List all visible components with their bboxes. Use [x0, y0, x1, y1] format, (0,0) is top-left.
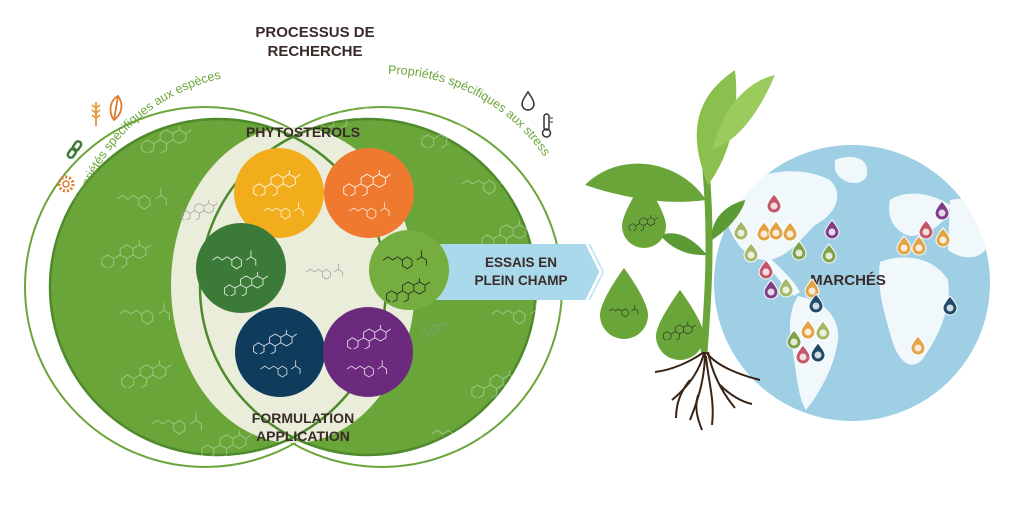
plant [585, 70, 775, 431]
market-pin [808, 293, 824, 314]
wheat-icon [91, 102, 101, 126]
droplets [600, 180, 704, 360]
leaf-icon [109, 94, 123, 122]
droplet-2 [600, 268, 648, 339]
small-left-leaf [660, 233, 707, 256]
market-pin [821, 243, 837, 264]
gear-icon [57, 175, 75, 193]
application-label: APPLICATION [256, 428, 350, 444]
phytosterol-circles [196, 148, 414, 397]
arrow-chevron [585, 243, 603, 301]
market-pin [782, 221, 798, 242]
market-pin [935, 227, 951, 248]
market-pin [918, 219, 934, 240]
droplet-1 [622, 180, 666, 248]
market-pin [911, 235, 927, 256]
market-pin [766, 193, 782, 214]
right-top-leaf [712, 75, 775, 150]
roots [654, 349, 761, 431]
phytosterols-label: PHYTOSTEROLS [246, 124, 360, 140]
market-pin [795, 344, 811, 365]
research-venn: PROCESSUS DE RECHERCHE PHYTOSTEROLS FORM… [24, 24, 604, 468]
thermometer-icon [541, 113, 553, 138]
market-pin [824, 219, 840, 240]
markets-label: MARCHÉS [810, 272, 886, 289]
research-title-line2: RECHERCHE [267, 43, 362, 60]
market-pins [733, 193, 958, 365]
light-green-circle [369, 230, 449, 310]
top-leaf [696, 70, 737, 185]
market-pin [934, 200, 950, 221]
droplet-3 [656, 290, 704, 360]
navy-circle [235, 307, 325, 397]
market-pin [786, 329, 802, 350]
market-pin [733, 220, 749, 241]
species-icons [57, 94, 123, 193]
market-pin [791, 240, 807, 261]
purple-circle [323, 307, 413, 397]
chain-icon [66, 140, 83, 159]
water-drop-icon [521, 90, 535, 111]
dark-green-circle [196, 223, 286, 313]
markets-globe: MARCHÉS [714, 145, 990, 421]
market-pin [910, 335, 926, 356]
yellow-circle [234, 148, 324, 238]
market-pin [763, 279, 779, 300]
market-pin [778, 277, 794, 298]
market-pin [768, 220, 784, 241]
field-trials-arrow [420, 244, 604, 300]
field-trials-line1: ESSAIS EN [485, 255, 557, 270]
field-trials-line2: PLEIN CHAMP [474, 273, 567, 288]
market-pin [896, 235, 912, 256]
market-pin [804, 278, 820, 299]
market-pin [810, 342, 826, 363]
formulation-label: FORMULATION [252, 410, 354, 426]
market-pin [756, 221, 772, 242]
market-pin [800, 319, 816, 340]
market-pin [942, 295, 958, 316]
small-right-leaf [711, 200, 745, 240]
research-title-line1: PROCESSUS DE [255, 24, 374, 41]
market-pin [815, 320, 831, 341]
market-pin [743, 242, 759, 263]
stress-icons [521, 90, 553, 138]
orange-circle [324, 148, 414, 238]
market-pin [758, 259, 774, 280]
